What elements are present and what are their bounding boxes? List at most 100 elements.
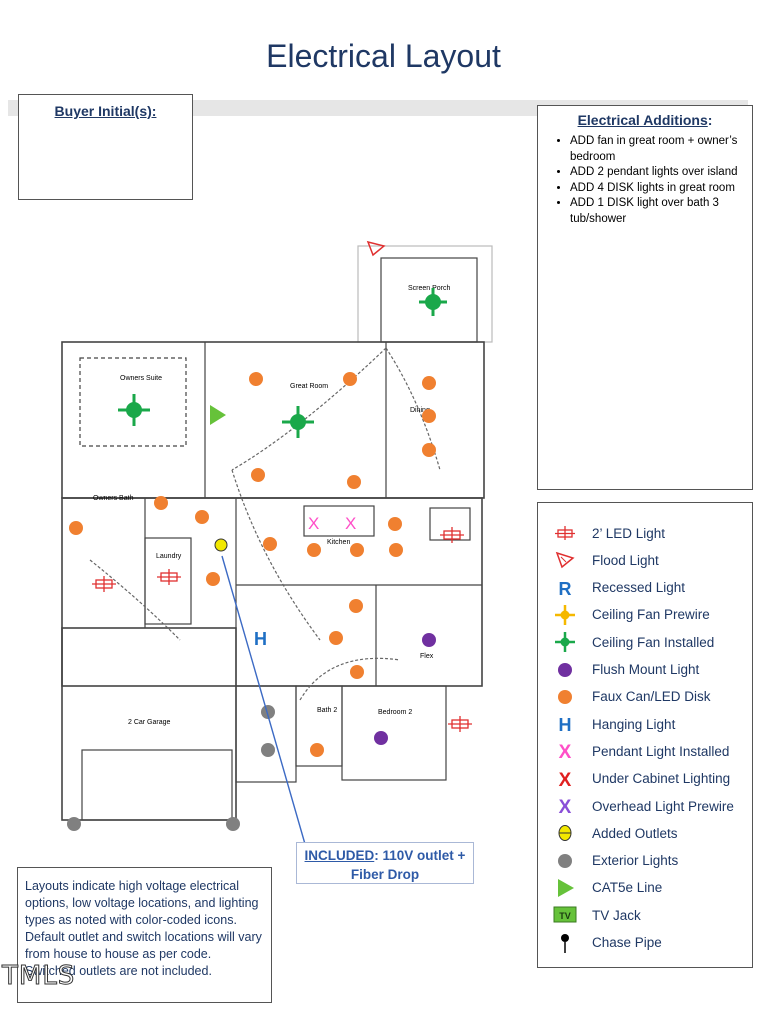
included-callout: INCLUDED: 110V outlet + Fiber Drop bbox=[296, 842, 474, 884]
faux-can-led-disk-icon bbox=[350, 543, 364, 557]
svg-text:TV: TV bbox=[559, 911, 571, 921]
added-outlet-icon bbox=[214, 538, 228, 552]
exterior-light-icon bbox=[226, 817, 240, 831]
room-label-bath2: Bath 2 bbox=[317, 707, 337, 714]
room-label-owners-suite: Owners Suite bbox=[120, 375, 162, 382]
svg-text:X: X bbox=[559, 770, 572, 790]
legend-icon-slot bbox=[538, 522, 592, 544]
legend-label: Flush Mount Light bbox=[592, 662, 700, 677]
legend-icon-slot bbox=[538, 877, 592, 899]
ceiling-fan-installed-icon bbox=[118, 394, 150, 426]
legend-icon-slot: R bbox=[538, 577, 592, 599]
ceiling-fan-installed-icon bbox=[555, 632, 575, 653]
faux-can-led-disk-icon bbox=[154, 496, 168, 510]
additions-list: ADD fan in great room + owner’s bedroom … bbox=[538, 134, 752, 227]
faux-can-led-disk-icon bbox=[422, 409, 436, 423]
flood-light-icon bbox=[366, 240, 386, 257]
watermark-logo: TMLS bbox=[1, 961, 76, 992]
svg-text:H: H bbox=[559, 715, 572, 735]
included-text: : 110V outlet + Fiber Drop bbox=[350, 848, 466, 882]
addition-item: ADD 1 DISK light over bath 3 tub/shower bbox=[570, 196, 752, 227]
addition-item: ADD 2 pendant lights over island bbox=[570, 165, 752, 181]
faux-can-led-disk-icon bbox=[422, 376, 436, 390]
exterior-light-icon bbox=[261, 705, 275, 719]
exterior-light-icon bbox=[558, 853, 572, 868]
legend-label: 2’ LED Light bbox=[592, 525, 666, 541]
legend-item: Added Outlets bbox=[538, 821, 678, 845]
faux-can-led-disk-icon bbox=[347, 475, 361, 489]
page-title: Electrical Layout bbox=[266, 38, 501, 74]
legend-item: Chase Pipe bbox=[538, 931, 662, 955]
legend-item: CAT5e Line bbox=[538, 876, 662, 900]
legend-icon-slot: X bbox=[538, 768, 592, 790]
legend-icon-slot: X bbox=[538, 740, 592, 762]
svg-text:R: R bbox=[559, 579, 572, 599]
led-light-icon bbox=[448, 716, 472, 732]
faux-can-led-disk-icon bbox=[307, 543, 321, 557]
legend-label: Hanging Light bbox=[592, 716, 676, 732]
led-light-icon bbox=[157, 569, 181, 585]
legend-item: X Overhead Light Prewire bbox=[538, 794, 734, 818]
ceiling-fan-prewire-icon bbox=[555, 604, 575, 625]
legend-label: Overhead Light Prewire bbox=[592, 798, 734, 814]
led-light-icon bbox=[92, 576, 116, 592]
faux-can-led-disk-icon bbox=[388, 517, 402, 531]
flush-mount-light-icon bbox=[422, 633, 436, 647]
callout-pointer bbox=[221, 555, 306, 845]
svg-text:X: X bbox=[559, 797, 572, 817]
buyer-initials-box[interactable]: Buyer Initial(s): bbox=[18, 94, 193, 200]
legend-item: Flush Mount Light bbox=[538, 658, 699, 682]
legend-label: Recessed Light bbox=[592, 580, 686, 596]
faux-can-led-disk-icon bbox=[422, 443, 436, 457]
hanging-light-icon: H bbox=[559, 715, 572, 735]
ceiling-fan-installed-icon bbox=[282, 406, 314, 438]
room-label-laundry: Laundry bbox=[156, 553, 182, 560]
led-light-icon bbox=[555, 526, 575, 540]
overhead-light-prewire-icon: X bbox=[559, 797, 572, 817]
legend-icon-slot bbox=[538, 932, 592, 954]
legend-label: Ceiling Fan Prewire bbox=[592, 607, 710, 623]
legend-label: CAT5e Line bbox=[592, 880, 663, 896]
legend-item: 2’ LED Light bbox=[538, 521, 665, 545]
legend-icon-slot bbox=[538, 686, 592, 708]
pendant-light-icon: X bbox=[559, 742, 572, 762]
cat5e-line-icon bbox=[210, 405, 226, 425]
legend-icon-slot bbox=[538, 659, 592, 681]
legend-label: Pendant Light Installed bbox=[592, 743, 730, 759]
cat5e-line-icon bbox=[558, 878, 574, 897]
legend-item: Exterior Lights bbox=[538, 849, 678, 873]
disclaimer-note: Layouts indicate high voltage electrical… bbox=[17, 867, 272, 1003]
faux-can-led-disk-icon bbox=[343, 372, 357, 386]
faux-can-led-disk-icon bbox=[195, 510, 209, 524]
added-outlet-icon bbox=[558, 825, 572, 842]
legend-label: Added Outlets bbox=[592, 825, 678, 841]
faux-can-led-disk-icon bbox=[329, 631, 343, 645]
legend-icon-slot bbox=[538, 850, 592, 872]
led-light-icon bbox=[440, 527, 464, 543]
legend-icon-slot bbox=[538, 631, 592, 653]
recessed-light-icon: R bbox=[559, 579, 572, 599]
included-label: INCLUDED bbox=[304, 848, 375, 863]
faux-can-led-disk-icon bbox=[206, 572, 220, 586]
addition-item: ADD fan in great room + owner’s bedroom bbox=[570, 134, 752, 165]
under-cabinet-lighting-icon: X bbox=[559, 770, 572, 790]
room-label-owners-bath: Owners Bath bbox=[93, 495, 134, 502]
room-label-flex: Flex bbox=[420, 653, 434, 660]
legend-icon-slot bbox=[538, 604, 592, 626]
legend-label: Exterior Lights bbox=[592, 853, 679, 869]
legend-label: Under Cabinet Lighting bbox=[592, 771, 731, 787]
legend-icon-slot: TV bbox=[538, 904, 592, 926]
faux-can-led-disk-icon bbox=[389, 543, 403, 557]
room-label-garage: 2 Car Garage bbox=[128, 719, 171, 726]
faux-can-led-disk-icon bbox=[251, 468, 265, 482]
exterior-light-icon bbox=[67, 817, 81, 831]
faux-can-led-disk-icon bbox=[310, 743, 324, 757]
flush-mount-light-icon bbox=[558, 662, 572, 677]
legend-item: X Pendant Light Installed bbox=[538, 739, 730, 763]
legend-icon-slot bbox=[538, 549, 592, 571]
legend-item: Faux Can/LED Disk bbox=[538, 685, 711, 709]
legend-label: Chase Pipe bbox=[592, 935, 662, 950]
